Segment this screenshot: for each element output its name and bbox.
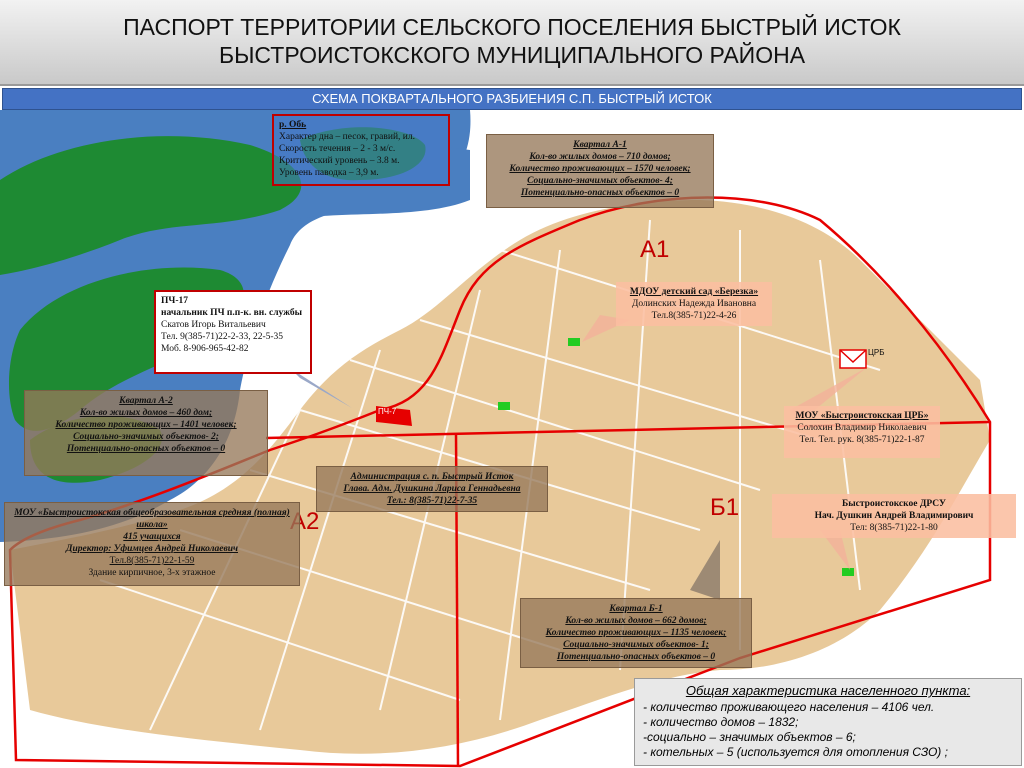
road-pointer: [820, 530, 850, 570]
block-a2-line-4: Потенциально-опасных объектов – 0: [66, 444, 226, 454]
block-b1-title: Квартал Б-1: [609, 604, 663, 614]
fire-station-line-2: Тел. 9(385-71)22-2-33, 22-5-35: [161, 332, 284, 342]
block-a1-line-1: Кол-во жилых домов – 710 домов;: [529, 152, 671, 162]
block-b1-pointer: [690, 540, 720, 600]
administration-title: Администрация с. п. Быстрый Исток: [350, 472, 514, 482]
road-service-marker: [842, 568, 854, 576]
school-line-1: 415 учащихся: [123, 532, 181, 542]
kindergarten-title: МДОУ детский сад «Березка»: [629, 287, 759, 297]
map-area[interactable]: А1 А2 Б1 ПЧ-7 ЦРБ р. Обь Характер дна – …: [0, 110, 1024, 768]
subtitle-bar: СХЕМА ПОКВАРТАЛЬНОГО РАЗБИЕНИЯ С.П. БЫСТ…: [2, 88, 1022, 110]
forest-1: [0, 136, 302, 275]
page-title-line-1: ПАСПОРТ ТЕРРИТОРИИ СЕЛЬСКОГО ПОСЕЛЕНИЯ Б…: [123, 14, 901, 40]
block-b1-line-1: Кол-во жилых домов – 662 домов;: [565, 616, 707, 626]
hospital-info: МОУ «Быстроистокская ЦРБ» Солохин Владим…: [784, 406, 940, 458]
fire-station-line-3: Моб. 8-906-965-42-82: [161, 344, 249, 354]
summary-title: Общая характеристика населенного пункта:: [685, 683, 971, 698]
road-service-info: Быстроистокское ДРСУ Нач. Душкин Андрей …: [772, 494, 1016, 538]
zone-label-a1: А1: [640, 236, 670, 263]
administration-line-1: Глава. Адм. Душкина Лариса Геннадьевна: [343, 484, 521, 494]
river-line-1: Характер дна – песок, гравий, ил.: [279, 132, 415, 142]
block-a1-title: Квартал А-1: [573, 140, 627, 150]
summary-panel: Общая характеристика населенного пункта:…: [634, 678, 1022, 766]
road-service-title: Быстроистокское ДРСУ: [841, 499, 947, 509]
hospital-line-1: Солохин Владимир Николаевич: [797, 423, 927, 433]
block-a2-line-2: Количество проживающих – 1401 человек;: [55, 420, 237, 430]
river-line-4: Уровень паводка – 3,9 м.: [279, 168, 379, 178]
hospital-marker-label: ЦРБ: [868, 348, 885, 357]
fire-pointer: [290, 368, 352, 408]
block-a2-title: Квартал А-2: [119, 396, 173, 406]
fire-station-info: ПЧ-17 начальник ПЧ п.п-к. вн. службы Ска…: [154, 290, 312, 374]
river-title: р. Обь: [279, 120, 307, 130]
fire-station-marker-label: ПЧ-7: [378, 407, 397, 416]
summary-line-3: -социально – значимых объектов – 6;: [643, 730, 856, 744]
summary-line-4: - котельных – 5 (используется для отопле…: [643, 745, 948, 759]
block-a1-line-4: Потенциально-опасных объектов – 0: [520, 188, 680, 198]
block-b1-info: Квартал Б-1 Кол-во жилых домов – 662 дом…: [520, 598, 752, 668]
header: ПАСПОРТ ТЕРРИТОРИИ СЕЛЬСКОГО ПОСЕЛЕНИЯ Б…: [0, 0, 1024, 86]
summary-line-2: - количество домов – 1832;: [643, 715, 799, 729]
fire-station-line-1: Скатов Игорь Витальевич: [161, 320, 266, 330]
hospital-title: МОУ «Быстроистокская ЦРБ»: [795, 411, 929, 421]
block-a2-line-1: Кол-во жилых домов – 460 дом;: [79, 408, 213, 418]
river-line-3: Критический уровень – 3.8 м.: [279, 156, 400, 166]
settlement-boundary: [8, 196, 992, 768]
administration-line-2: Тел.: 8(385-71)22-7-35: [386, 496, 478, 506]
school-info: МОУ «Быстроистокская общеобразовательная…: [4, 502, 300, 586]
block-b1-line-4: Потенциально-опасных объектов – 0: [556, 652, 716, 662]
school-line-2: Директор: Уфимцев Андрей Николаевич: [66, 544, 238, 554]
block-b1-line-2: Количество проживающих – 1135 человек;: [545, 628, 727, 638]
road-service-line-2: Тел: 8(385-71)22-1-80: [850, 523, 938, 533]
hospital-line-2: Тел. Тел. рук. 8(385-71)22-1-87: [799, 435, 925, 445]
block-a2-info: Квартал А-2 Кол-во жилых домов – 460 дом…: [24, 390, 268, 476]
summary-line-1: - количество проживающего населения – 41…: [643, 700, 935, 714]
fire-station-subtitle: начальник ПЧ п.п-к. вн. службы: [161, 308, 303, 318]
kindergarten-line-2: Тел.8(385-71)22-4-26: [651, 311, 737, 321]
kindergarten-line-1: Долинских Надежда Ивановна: [631, 299, 757, 309]
river-info: р. Обь Характер дна – песок, гравий, ил.…: [272, 114, 450, 186]
fire-station-marker: [376, 406, 412, 426]
administration-info: Администрация с. п. Быстрый Исток Глава.…: [316, 466, 548, 512]
school-line-3: Тел.8(385-71)22-1-59: [109, 556, 195, 566]
block-a2-line-3: Социально-значимых объектов- 2;: [73, 432, 219, 442]
river-line-2: Скорость течения – 2 - 3 м/с.: [279, 144, 396, 154]
block-a1-info: Квартал А-1 Кол-во жилых домов – 710 дом…: [486, 134, 714, 208]
school-title: МОУ «Быстроистокская общеобразовательная…: [14, 508, 290, 530]
block-b1-line-3: Социально-значимых объектов- 1;: [563, 640, 709, 650]
zone-label-b1: Б1: [710, 494, 740, 521]
hospital-marker: [839, 349, 867, 369]
kindergarten-info: МДОУ детский сад «Березка» Долинских Над…: [616, 282, 772, 326]
admin-marker: [498, 402, 510, 410]
page-title-line-2: БЫСТРОИСТОКСКОГО МУНИЦИПАЛЬНОГО РАЙОНА: [218, 42, 806, 68]
fire-station-title: ПЧ-17: [161, 296, 189, 306]
school-line-4: Здание кирпичное, 3-х этажное: [88, 568, 216, 578]
road-service-line-1: Нач. Душкин Андрей Владимирович: [814, 511, 974, 521]
block-a1-line-3: Социально-значимых объектов- 4;: [527, 176, 673, 186]
kindergarten-marker: [568, 338, 580, 346]
block-a1-line-2: Количество проживающих – 1570 человек;: [509, 164, 691, 174]
